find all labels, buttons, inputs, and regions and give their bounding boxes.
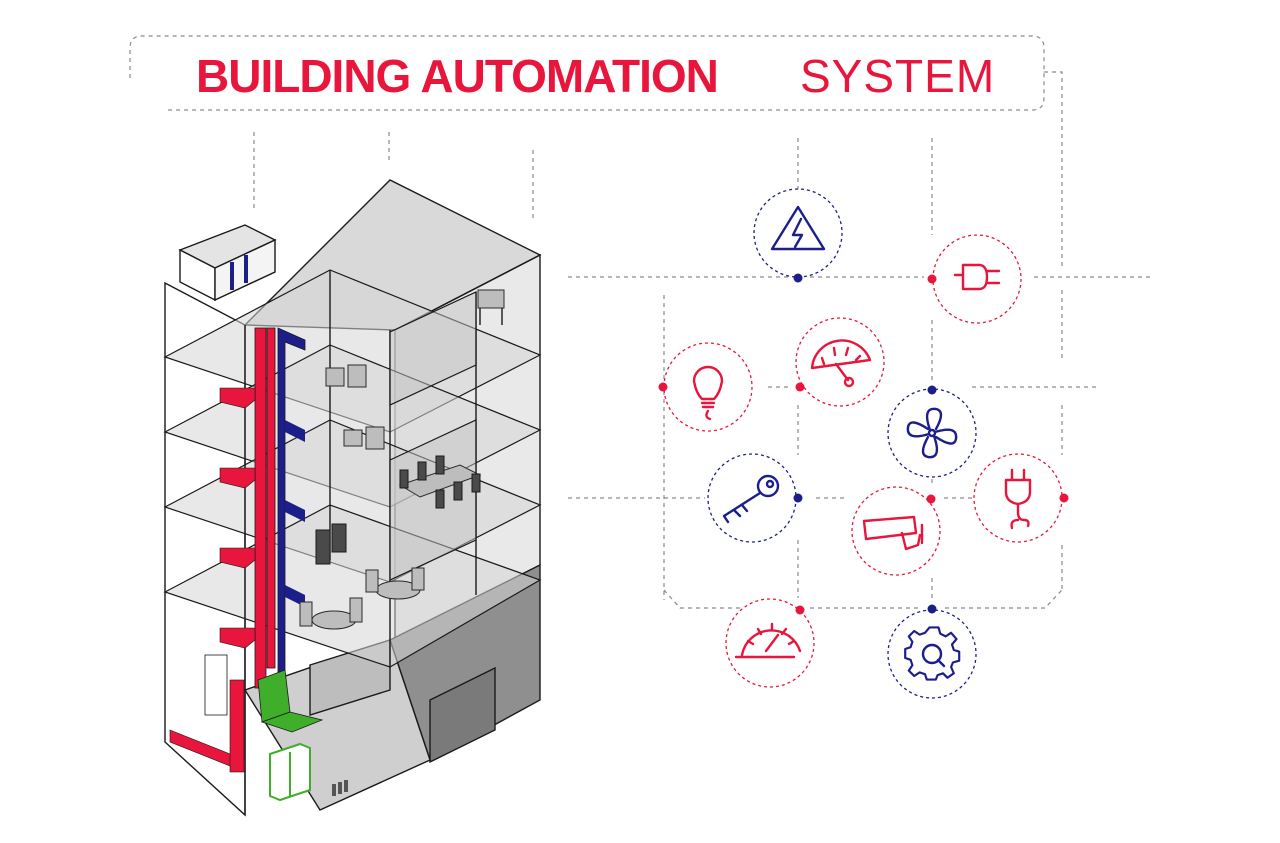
building-illustration [163, 179, 542, 817]
power-plug-icon [927, 234, 1022, 324]
eco-plug-icon [973, 453, 1069, 543]
title-banner: BUILDING AUTOMATION SYSTEM [129, 35, 1045, 111]
ventilation-fan-icon [887, 385, 977, 478]
title-bold-text: BUILDING AUTOMATION [196, 50, 718, 102]
furniture-office-chairs [325, 364, 385, 450]
title-light-text: SYSTEM [800, 50, 995, 102]
furniture-top-chair [477, 289, 505, 325]
access-key-icon [707, 453, 803, 543]
light-bulb-icon [658, 342, 753, 432]
connector-lines [253, 71, 1150, 609]
speedometer-icon [725, 598, 815, 688]
furniture-meeting-table [398, 455, 482, 509]
settings-gear-icon [887, 604, 977, 699]
security-camera-icon [851, 486, 941, 576]
high-voltage-icon [753, 188, 843, 283]
gauge-meter-icon [795, 317, 885, 407]
furniture-lounge-chairs [315, 523, 347, 565]
furniture-round-tables [299, 567, 425, 630]
